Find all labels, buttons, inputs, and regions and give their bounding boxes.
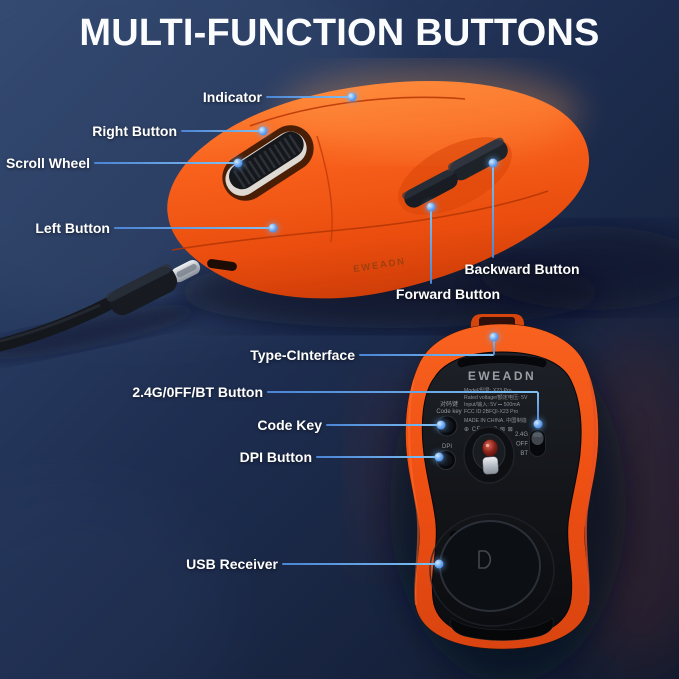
callout-line-forward-button: [430, 210, 432, 284]
switch-label-off: OFF: [516, 442, 528, 448]
info-line-input: Input/输入: 5V ⎓ 500mA: [464, 400, 521, 408]
callout-label-indicator: Indicator: [202, 89, 262, 105]
callout-dot-indicator: [347, 92, 357, 102]
callout-label-usb-receiver: USB Receiver: [186, 556, 278, 572]
mode-switch-knob-highlight: [533, 433, 542, 437]
switch-labels: 2.4G OFF BT: [515, 432, 528, 457]
callout-dot-forward-button: [426, 202, 436, 212]
code-key-label-cn: 对码键: [440, 400, 458, 408]
receiver-cover: [439, 520, 541, 612]
usb-cable: [0, 260, 201, 352]
callout-line-mode-switch-v: [537, 392, 539, 422]
body-highlight: [280, 67, 580, 157]
callout-dot-backward-button: [488, 158, 498, 168]
front-seam: [171, 190, 549, 251]
callout-label-code-key: Code Key: [257, 417, 322, 433]
callout-line-backward-button: [492, 166, 494, 258]
callout-label-left-button: Left Button: [35, 220, 110, 236]
callout-line-left-button: [114, 227, 273, 229]
ambient-light-2: [0, 480, 230, 679]
cable-shadow: [0, 304, 198, 360]
callout-line-indicator: [266, 96, 352, 98]
callout-line-type-c-h: [359, 354, 494, 356]
callout-dot-left-button: [268, 223, 278, 233]
page-title: MULTI-FUNCTION BUTTONS: [79, 12, 600, 54]
switch-label-bt: BT: [520, 451, 528, 457]
top-mouse-shadow-right: [477, 226, 679, 310]
callout-dot-right-button: [258, 126, 268, 136]
top-glide-pad: [456, 354, 548, 369]
callout-line-right-button: [181, 130, 263, 132]
sensor-lens: [482, 439, 498, 457]
callout-line-mode-switch-h: [267, 391, 538, 393]
callout-line-scroll-wheel: [94, 162, 238, 164]
callout-dot-dpi-button: [434, 452, 444, 462]
info-line-model: Model/型号: X23 Pro: [464, 386, 512, 394]
callout-label-forward-button: Forward Button: [395, 286, 501, 302]
optical-sensor: [463, 426, 515, 484]
orange-rim-light: [408, 379, 420, 606]
usb-receiver-icon: [478, 550, 492, 569]
red-rim-light: [584, 379, 596, 606]
callout-label-backward-button: Backward Button: [464, 261, 580, 277]
usb-c-tip: [171, 260, 201, 283]
forward-button-shape: [402, 168, 458, 208]
callout-dot-type-c: [489, 332, 499, 342]
callout-label-dpi-button: DPI Button: [239, 449, 312, 465]
usb-connector-body: [106, 264, 178, 316]
type-c-port: [207, 259, 237, 271]
switch-label-24g: 2.4G: [515, 432, 528, 438]
callout-label-type-c: Type-CInterface: [250, 347, 355, 363]
top-mouse-illustration: EWEADN: [167, 67, 590, 299]
bottom-mouse-illustration: EWEADN Model/型号: X23 Pro Rated voltage/额…: [405, 314, 599, 650]
callout-label-right-button: Right Button: [92, 123, 177, 139]
brand-text-bottom: EWEADN: [468, 369, 536, 383]
callout-dot-code-key: [436, 420, 446, 430]
callout-label-mode-switch: 2.4G/0FF/BT Button: [132, 384, 263, 400]
bottom-glide-pad: [450, 617, 554, 641]
top-seam: [249, 96, 466, 127]
callout-line-type-c-v: [493, 339, 495, 355]
callout-dot-usb-receiver: [434, 559, 444, 569]
usb-receiver-compartment: [429, 513, 555, 627]
callout-label-scroll-wheel: Scroll Wheel: [5, 155, 90, 171]
callout-line-code-key: [326, 424, 441, 426]
made-in-line: MADE IN CHINA. 中国制造: [464, 416, 528, 424]
sensor-metal-element: [482, 456, 499, 475]
cable-highlight: [0, 303, 101, 343]
scroll-wheel: [222, 125, 314, 201]
callout-dot-mode-switch: [533, 419, 543, 429]
dpi-label: DPI: [442, 444, 452, 450]
callout-line-usb-receiver: [282, 563, 439, 565]
code-key-label-en: Code key: [436, 409, 461, 415]
info-line-fcc: FCC ID:2BFQI-X23 Pro: [464, 409, 518, 415]
callout-dot-scroll-wheel: [233, 158, 243, 168]
wheel-tire: [229, 131, 304, 190]
callout-line-dpi-button: [316, 456, 439, 458]
backward-button-shape: [448, 137, 508, 181]
info-line-voltage: Rated voltage/额定电压: 5V: [464, 393, 528, 401]
